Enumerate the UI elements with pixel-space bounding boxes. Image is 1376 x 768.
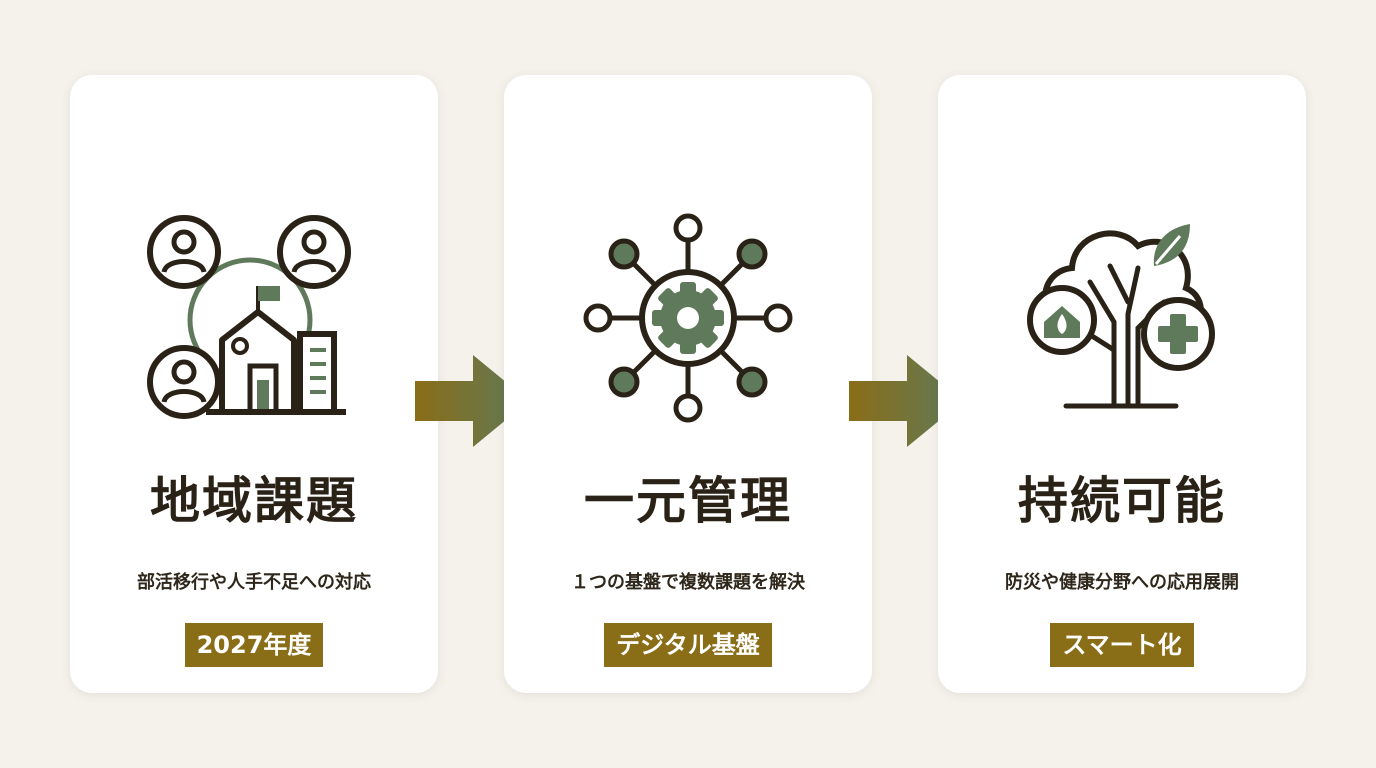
card-title: 一元管理 xyxy=(584,471,792,530)
right-arrow-icon xyxy=(415,355,529,447)
card-description: １つの基盤で複数課題を解決 xyxy=(571,572,805,593)
card-description: 防災や健康分野への応用展開 xyxy=(1005,572,1239,593)
community-town-icon xyxy=(147,215,351,419)
card-title: 持続可能 xyxy=(1018,471,1226,530)
tree-house-medical-icon xyxy=(1027,224,1215,409)
platform-badge: デジタル基盤 xyxy=(604,623,772,667)
step-card-regional-issues: 地域課題 部活移行や人手不足への対応 2027年度 xyxy=(70,75,438,693)
step-card-unified-management: 一元管理 １つの基盤で複数課題を解決 デジタル基盤 xyxy=(504,75,872,693)
network-gear-icon xyxy=(583,213,793,423)
smart-badge: スマート化 xyxy=(1050,623,1194,667)
year-badge: 2027年度 xyxy=(184,623,324,667)
step-card-sustainable: 持続可能 防災や健康分野への応用展開 スマート化 xyxy=(938,75,1306,693)
card-description: 部活移行や人手不足への対応 xyxy=(137,572,371,593)
card-title: 地域課題 xyxy=(150,471,358,530)
right-arrow-icon xyxy=(849,355,963,447)
